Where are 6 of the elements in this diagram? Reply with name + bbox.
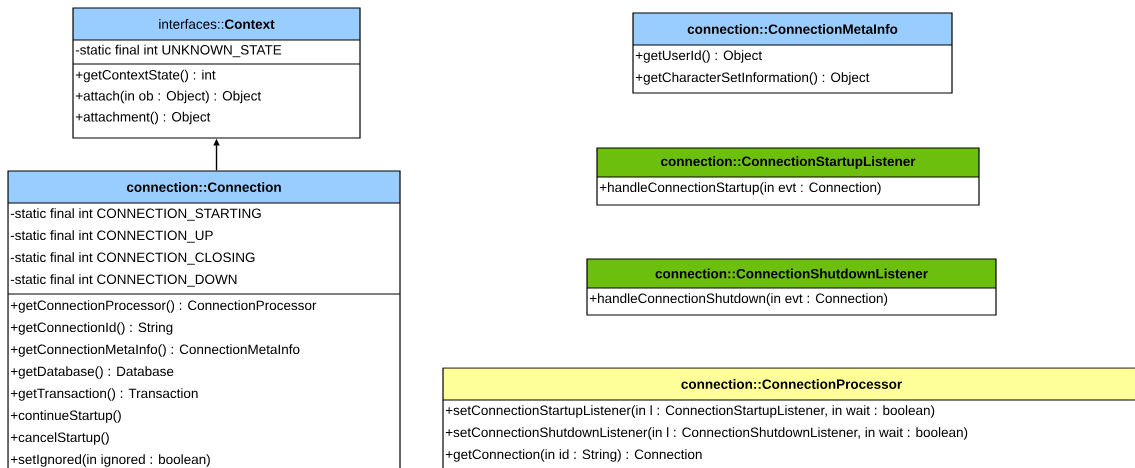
class-box: interfaces::Context -static final int UNKNOWN_STATE +getContextState() : int +attach(in ob : Object) : Object +attachment() : Object xyxy=(72,7,361,139)
class-box: connection::Connection -static final int CONNECTION_STARTING -static final int CONNECTION_UP -static final int CONNECTION_CLOSING -static final int CONNECTION_DOWN +getConnectionProcessor() : ConnectionProcessor +getConnectionId() : String +getConnectionMetaInfo() : ConnectionMetaInfo +getDatabase() : Database +getTransaction() : Transaction +continueStartup() +cancelStartup() +setIgnored(in ignored : boolean) xyxy=(7,170,401,468)
class-box: connection::ConnectionMetaInfo +getUserId() : Object +getCharacterSetInformation() : Object xyxy=(632,12,953,94)
class-box: connection::ConnectionProcessor +setConnectionStartupListener(in l : ConnectionStartupListener, in wait : boolean) +setConnectionShutdownListener(in l : ConnectionShutdownListener, in wait : boolean) +getConnection(in id : String) : Connection xyxy=(442,367,1135,468)
class-box: connection::ConnectionShutdownListener +handleConnectionShutdown(in evt : Connection) xyxy=(586,258,997,316)
class-box: connection::ConnectionStartupListener +handleConnectionStartup(in evt : Connection) xyxy=(596,147,980,206)
